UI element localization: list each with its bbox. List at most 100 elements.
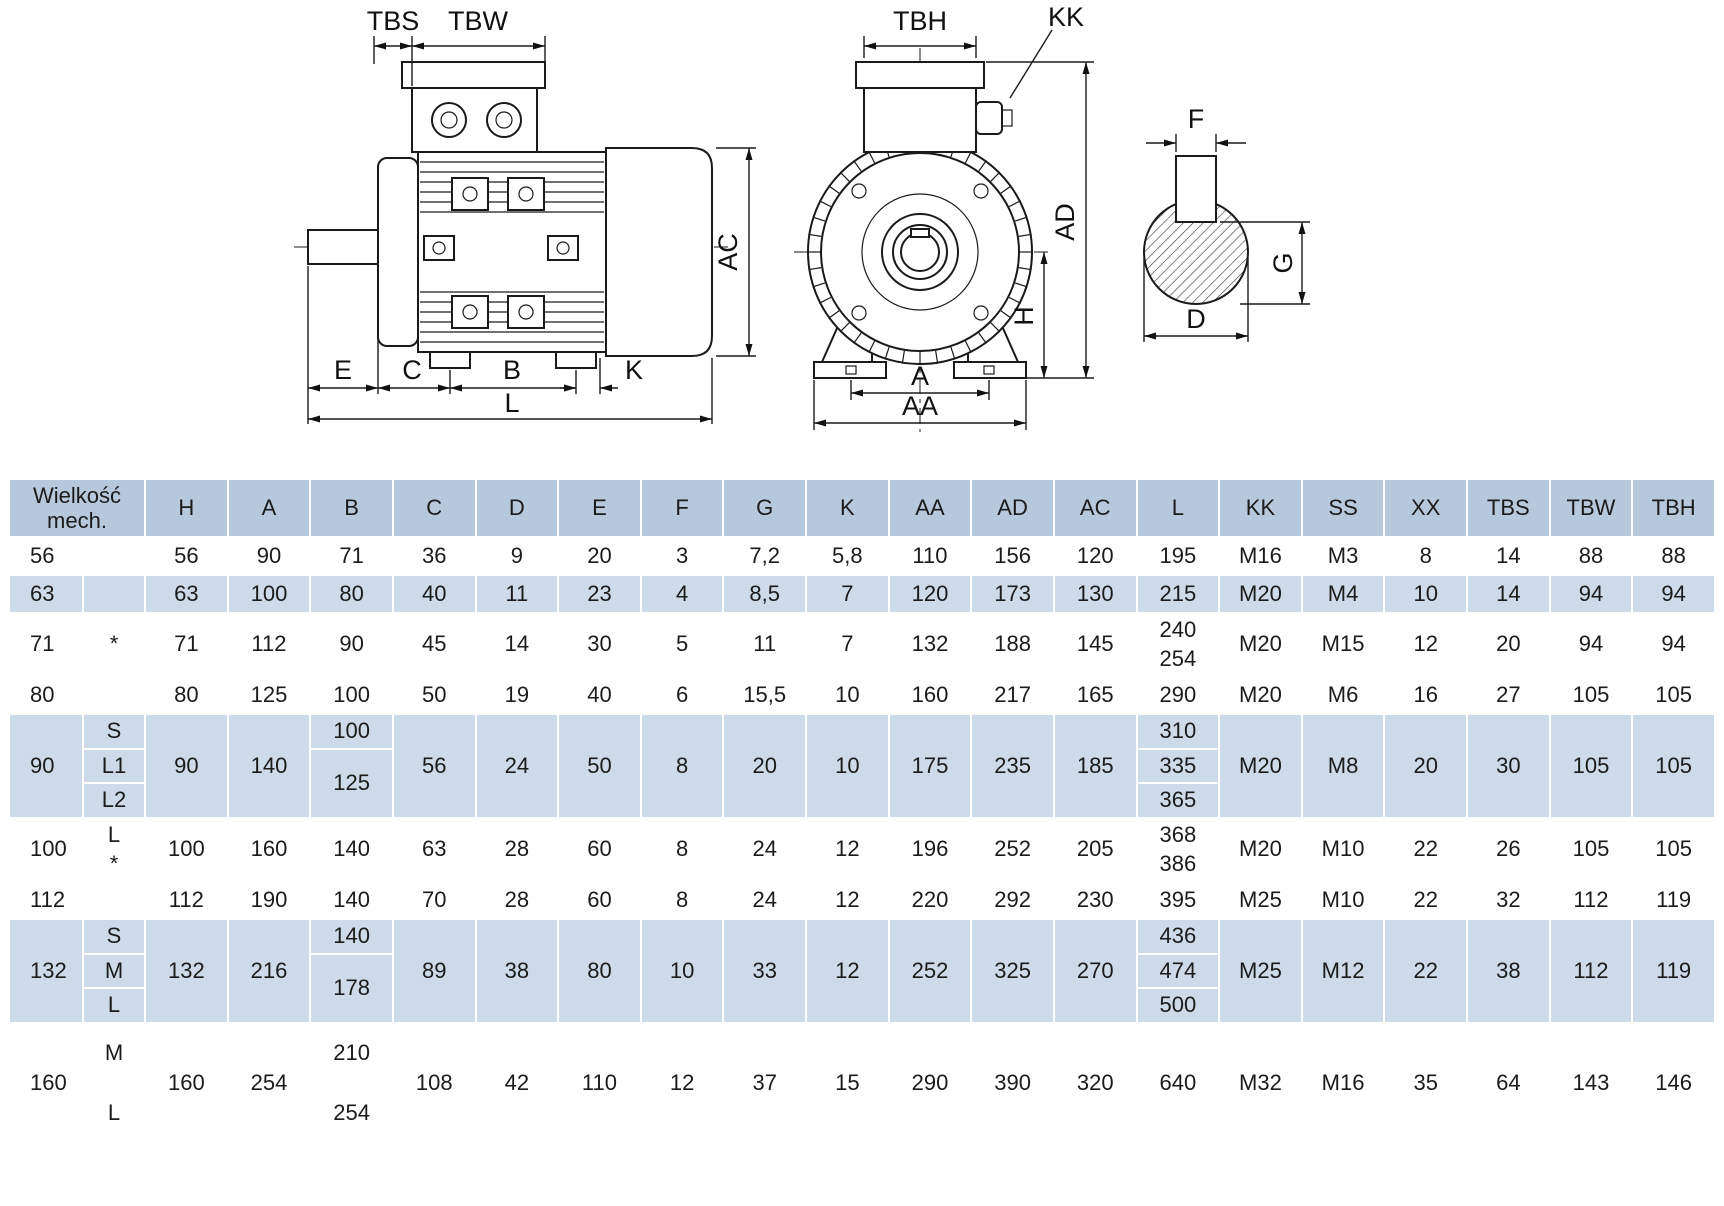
variant-cell: M	[81, 952, 147, 990]
header-cell-d: D	[474, 478, 560, 538]
value-cell: 105	[1631, 675, 1716, 716]
value-cell: 130	[1052, 574, 1138, 614]
value-cell: 292	[970, 880, 1055, 921]
value-cell: 70	[391, 880, 477, 921]
value-cell: 56	[391, 713, 477, 819]
value-cell: 100	[309, 675, 394, 716]
value-cell: 45	[391, 611, 477, 678]
value-cell: 10	[1383, 574, 1469, 614]
value-cell: 64	[1466, 1021, 1551, 1144]
shaft-section-drawing: F G D	[1143, 104, 1310, 342]
dim-label-tbs: TBS	[367, 6, 420, 36]
value-cell: 88	[1548, 536, 1634, 576]
value-cell: 63	[144, 574, 229, 614]
value-cell: 217	[970, 675, 1055, 716]
variant-cell	[81, 536, 147, 576]
value-cell: 252	[970, 816, 1055, 883]
value-cell: 32	[1466, 880, 1551, 921]
value-cell: 325	[970, 918, 1055, 1024]
value-cell: 160	[226, 816, 312, 883]
value-cell: 100	[226, 574, 312, 614]
value-cell: 173	[970, 574, 1055, 614]
value-cell: 132	[144, 918, 229, 1024]
value-cell: 110	[557, 1021, 642, 1144]
variant-cell: *	[81, 611, 147, 678]
value-cell: 165	[1052, 675, 1138, 716]
value-cell: 12	[805, 918, 890, 1024]
value-cell: 100	[144, 816, 229, 883]
value-cell: 270	[1052, 918, 1138, 1024]
value-cell: 195	[1135, 536, 1221, 576]
value-cell: 22	[1383, 918, 1469, 1024]
header-cell-tbw: TBW	[1548, 478, 1634, 538]
value-cell: 395	[1135, 880, 1221, 921]
value-cell: 119	[1631, 918, 1716, 1024]
value-cell: 50	[557, 713, 642, 819]
value-cell: 22	[1383, 880, 1469, 921]
value-cell: 500	[1135, 987, 1221, 1024]
value-cell: 12	[805, 816, 890, 883]
value-cell: 140	[309, 880, 394, 921]
value-cell: 28	[474, 816, 560, 883]
value-cell: 14	[474, 611, 560, 678]
dimension-drawing-svg: TBS TBW AC E C B K L	[294, 2, 1310, 432]
value-cell: 145	[1052, 611, 1138, 678]
size-cell: 90	[8, 713, 84, 819]
value-cell: M20	[1218, 816, 1303, 883]
dim-label-f: F	[1188, 104, 1205, 134]
value-cell: 20	[1466, 611, 1551, 678]
value-cell: 390	[970, 1021, 1055, 1144]
value-cell: 36	[391, 536, 477, 576]
value-cell: 24	[474, 713, 560, 819]
value-cell: 10	[805, 675, 890, 716]
value-cell: 140	[309, 816, 394, 883]
value-cell: 42	[474, 1021, 560, 1144]
dim-label-a: A	[911, 361, 929, 391]
value-cell: 24	[722, 880, 808, 921]
dim-label-kk: KK	[1048, 2, 1084, 32]
value-cell: 90	[144, 713, 229, 819]
value-cell: 23	[557, 574, 642, 614]
value-cell: 175	[887, 713, 973, 819]
value-cell: 71	[144, 611, 229, 678]
dim-label-h: H	[1009, 306, 1039, 326]
value-cell: 94	[1548, 574, 1634, 614]
header-cell-ac: AC	[1052, 478, 1138, 538]
value-cell: M25	[1218, 880, 1303, 921]
value-cell: 15	[805, 1021, 890, 1144]
variant-cell: L2	[81, 782, 147, 819]
value-cell: M20	[1218, 574, 1303, 614]
value-cell: 640	[1135, 1021, 1221, 1144]
value-cell: 14	[1466, 574, 1551, 614]
value-cell: 27	[1466, 675, 1551, 716]
value-cell: 310	[1135, 713, 1221, 750]
value-cell: 15,5	[722, 675, 808, 716]
value-cell: 108	[391, 1021, 477, 1144]
value-cell: M15	[1300, 611, 1386, 678]
value-cell: 205	[1052, 816, 1138, 883]
header-cell-l: L	[1135, 478, 1221, 538]
value-cell: 56	[144, 536, 229, 576]
value-cell: 112	[144, 880, 229, 921]
value-cell: 94	[1631, 611, 1716, 678]
value-cell: M20	[1218, 611, 1303, 678]
value-cell: 94	[1631, 574, 1716, 614]
value-cell: 9	[474, 536, 560, 576]
header-cell-tbh: TBH	[1631, 478, 1716, 538]
value-cell: 7,2	[722, 536, 808, 576]
value-cell: 125	[226, 675, 312, 716]
value-cell: 143	[1548, 1021, 1634, 1144]
value-cell: 4	[639, 574, 725, 614]
value-cell: 160	[144, 1021, 229, 1144]
value-cell: 188	[970, 611, 1055, 678]
value-cell: 5	[639, 611, 725, 678]
size-cell: 100	[8, 816, 84, 883]
value-cell: 254	[226, 1021, 312, 1144]
value-cell: 14	[1466, 536, 1551, 576]
value-cell: 12	[639, 1021, 725, 1144]
